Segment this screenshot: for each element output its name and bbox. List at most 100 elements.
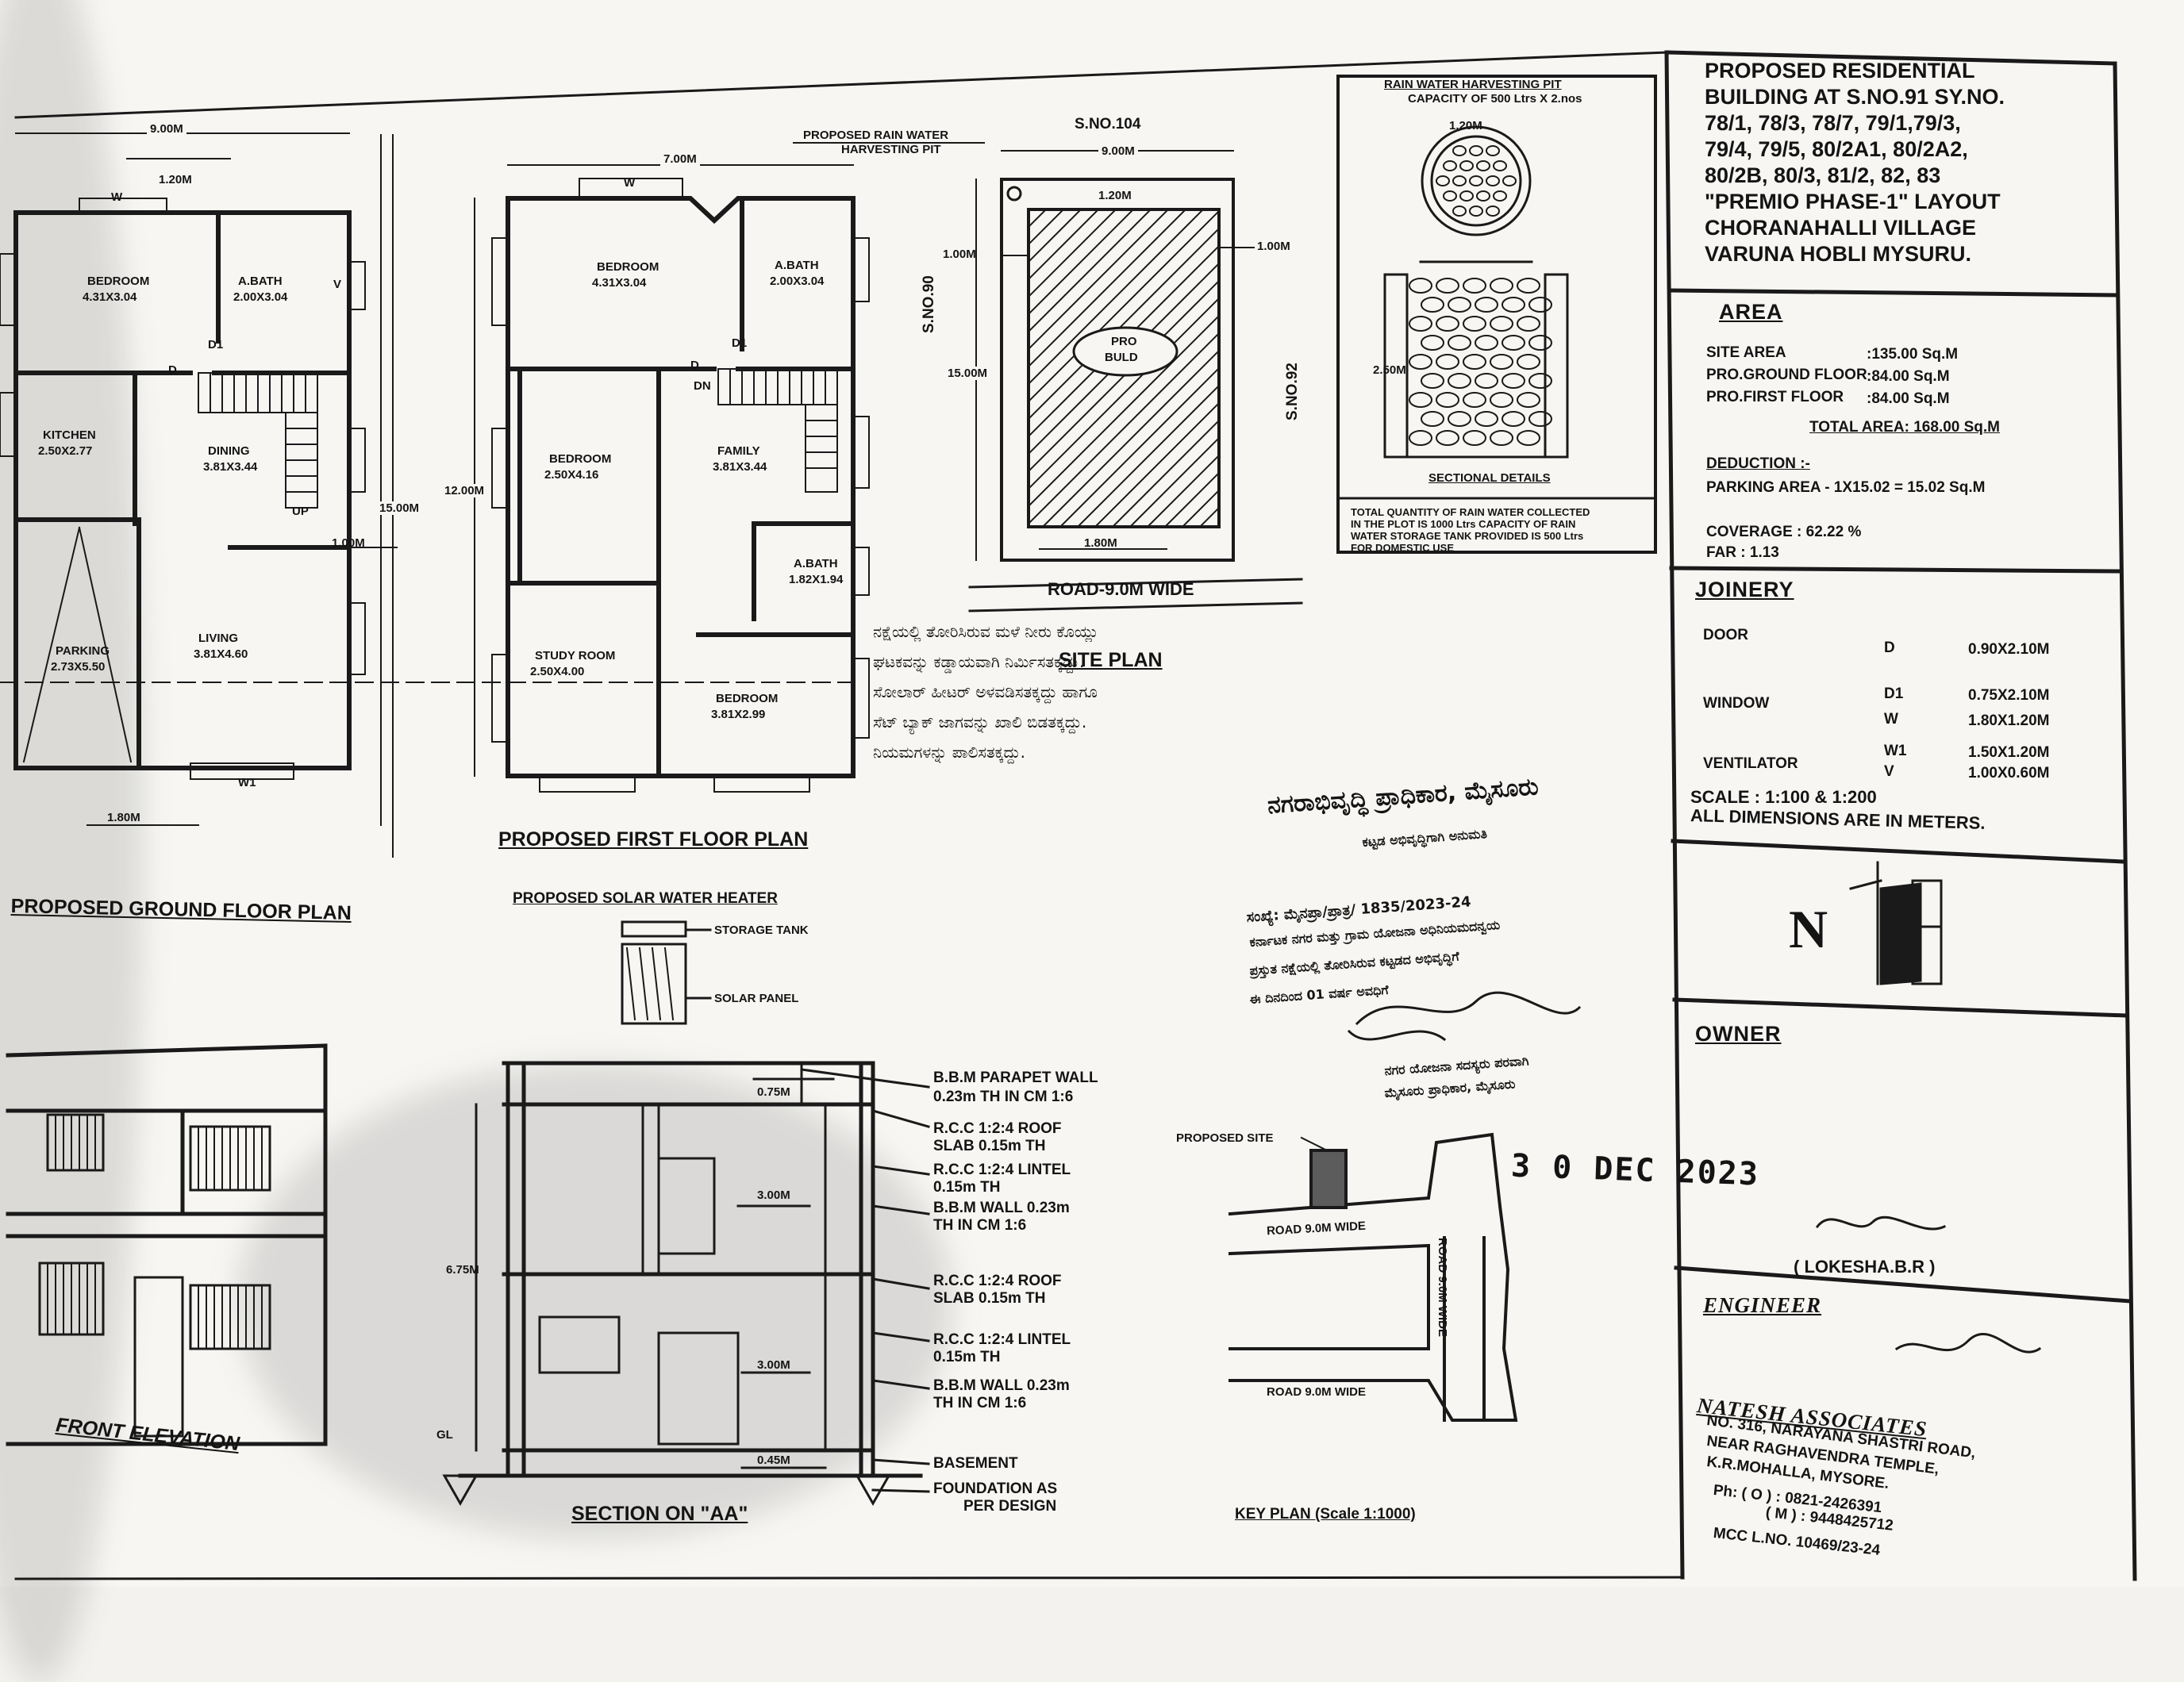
pit-stone	[1421, 297, 1444, 313]
site-note-line: ನಕ್ಷೆಯಲ್ಲಿ ತೋರಿಸಿರುವ ಮಳೆ ನೀರು ಕೊಯ್ಲು	[873, 622, 1099, 641]
site-building-hatch-line	[1029, 209, 1170, 351]
site-bottom-setback: 1.80M	[1084, 536, 1117, 550]
site-building-hatch-line	[1111, 419, 1219, 527]
ff-room-name: A.BATH	[794, 557, 838, 570]
section-total-dim: 6.75M	[446, 1263, 479, 1277]
site-note-line: ಘಟಕವನ್ನು ಕಡ್ಡಾಯವಾಗಿ ನಿರ್ಮಿಸತಕ್ಕದ್ದು.	[873, 652, 1085, 671]
ring-stone	[1452, 175, 1467, 186]
site-building-hatch-line	[1146, 454, 1219, 527]
ring-stone	[1459, 160, 1474, 171]
ring-stone	[1476, 190, 1490, 202]
gf-room-size: 3.81X3.44	[203, 460, 258, 474]
ring-stone	[1443, 190, 1457, 202]
gf-width-dim: 9.00M	[147, 122, 186, 136]
pit-stone	[1502, 297, 1525, 313]
site-building-hatch-line	[1029, 209, 1152, 333]
ring-stone	[1459, 190, 1474, 202]
section-note-line: SLAB 0.15m TH	[933, 1290, 1046, 1307]
joinery-code: D1	[1884, 685, 1904, 702]
section-note-line: 0.15m TH	[933, 1349, 1001, 1365]
gf-stair-up: UP	[292, 505, 309, 518]
pit-stone	[1421, 411, 1444, 427]
section-note-line: R.C.C 1:2:4 LINTEL	[933, 1162, 1071, 1178]
title-line: PROPOSED RESIDENTIAL	[1705, 59, 1975, 83]
title-line: 80/2B, 80/3, 81/2, 82, 83	[1705, 163, 1941, 187]
gf-door-d1: D1	[208, 338, 224, 351]
title-line: "PREMIO PHASE-1" LAYOUT	[1705, 190, 2001, 213]
ff-room-size: 4.31X3.04	[592, 276, 647, 290]
site-building-hatch-line	[1059, 367, 1219, 527]
site-note-line: ಸೋಲಾರ್ ಹೀಟರ್ ಅಳವಡಿಸತಕ್ಕದ್ದು ಹಾಗೂ	[873, 682, 1098, 701]
area-row-label: PRO.GROUND FLOOR	[1706, 367, 1867, 383]
gf-room-size: 4.31X3.04	[83, 290, 137, 304]
ff-stair-dn: DN	[694, 379, 711, 393]
joinery-size: 1.80X1.20M	[1968, 712, 2050, 729]
site-building-label-2: BULD	[1105, 351, 1138, 364]
rwh-note-line: TOTAL QUANTITY OF RAIN WATER COLLECTED	[1351, 506, 1590, 518]
site-building-hatch-line	[1029, 314, 1219, 508]
gf-room-size: 2.73X5.50	[51, 660, 106, 674]
pit-stone	[1475, 335, 1498, 351]
pit-stone	[1436, 354, 1459, 370]
site-building-label-1: PRO	[1111, 335, 1137, 348]
pit-stone	[1409, 392, 1432, 408]
pit-stone	[1490, 430, 1513, 446]
pit-stone	[1502, 411, 1525, 427]
pit-stone	[1421, 373, 1444, 389]
ring-stone	[1486, 205, 1500, 217]
pit-stone	[1448, 373, 1471, 389]
gf-window-w: W	[111, 190, 123, 204]
drawing-lines	[0, 50, 2137, 1581]
pit-stone	[1463, 392, 1486, 408]
section-note-line: PER DESIGN	[963, 1498, 1057, 1515]
area-row-label: SITE AREA	[1706, 344, 1786, 361]
solar-title: PROPOSED SOLAR WATER HEATER	[513, 890, 778, 907]
ff-room-size: 3.81X3.44	[713, 460, 767, 474]
site-right-setback: 1.00M	[1257, 240, 1290, 253]
gf-bottom-setback: 1.80M	[107, 811, 140, 824]
site-plan-title: SITE PLAN	[1059, 649, 1163, 671]
deduction-heading: DEDUCTION :-	[1706, 455, 1810, 472]
total-area: TOTAL AREA: 168.00 Sq.M	[1809, 419, 2001, 436]
section-note-line: 0.23m TH IN CM 1:6	[933, 1089, 1074, 1105]
pit-stone	[1528, 411, 1552, 427]
area-row-value: :84.00 Sq.M	[1867, 390, 1950, 407]
ff-door-d1: D1	[732, 336, 748, 350]
pit-stone	[1517, 354, 1540, 370]
coverage: COVERAGE : 62.22 %	[1706, 524, 1862, 540]
key-plan-title: KEY PLAN (Scale 1:1000)	[1235, 1506, 1416, 1523]
ff-room-size: 2.00X3.04	[770, 275, 825, 288]
pit-stone	[1490, 316, 1513, 332]
ff-room-name: BEDROOM	[549, 452, 612, 466]
pit-stone	[1475, 411, 1498, 427]
pit-stone	[1490, 392, 1513, 408]
far: FAR : 1.13	[1706, 544, 1779, 561]
section-note-line: B.B.M WALL 0.23m	[933, 1200, 1070, 1216]
pit-stone	[1409, 354, 1432, 370]
ring-stone	[1436, 175, 1450, 186]
joinery-code: W1	[1884, 743, 1907, 759]
pit-stone	[1528, 297, 1552, 313]
ring-stone	[1443, 160, 1457, 171]
ring-stone	[1502, 175, 1517, 186]
site-building-hatch-line	[1029, 209, 1100, 281]
ring-stone	[1469, 145, 1483, 156]
pit-stone	[1436, 278, 1459, 294]
site-note-line: ನಿಯಮಗಳನ್ನು ಪಾಲಿಸತಕ್ಕದ್ದು.	[873, 743, 1025, 762]
ff-room-name: STUDY ROOM	[535, 649, 616, 662]
pit-stone	[1421, 335, 1444, 351]
ff-room-size: 3.81X2.99	[711, 708, 766, 721]
pit-stone	[1448, 335, 1471, 351]
section-note-line: TH IN CM 1:6	[933, 1217, 1027, 1234]
pit-stone	[1475, 373, 1498, 389]
section-note-line: B.B.M WALL 0.23m	[933, 1377, 1070, 1394]
rwh-pointer-label-1: PROPOSED RAIN WATER	[803, 129, 949, 142]
pit-stone	[1517, 278, 1540, 294]
ff-room-name: FAMILY	[717, 444, 760, 458]
gf-window-w1: W1	[238, 776, 256, 789]
site-building-hatch-line	[1029, 209, 1205, 386]
ff-room-size: 2.50X4.16	[544, 468, 599, 482]
rwh-title: RAIN WATER HARVESTING PIT	[1384, 78, 1562, 91]
pit-stone	[1448, 297, 1471, 313]
